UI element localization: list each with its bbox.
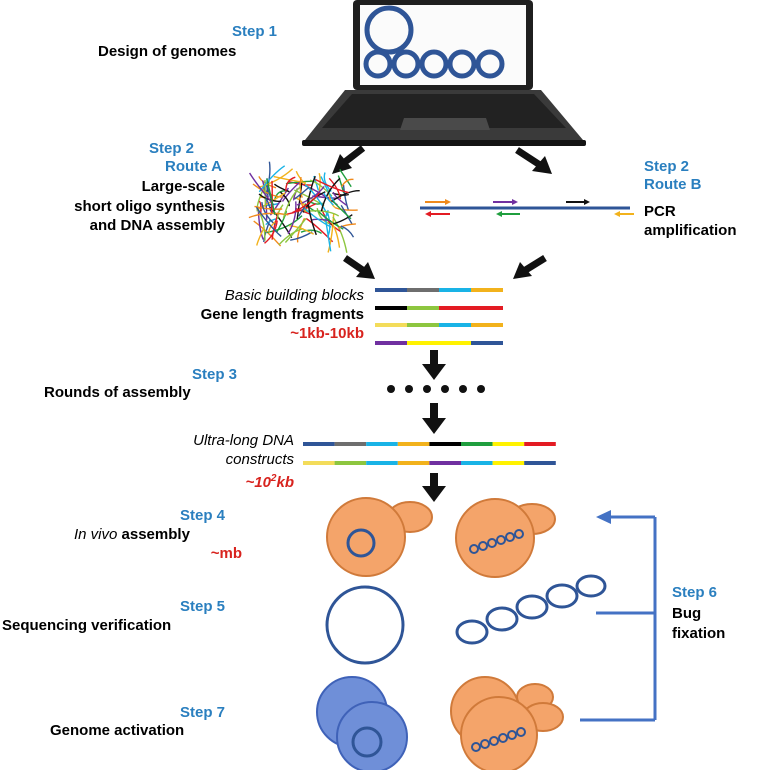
oligo-strand: [304, 184, 329, 217]
step2b-route: Route B: [644, 176, 702, 193]
oligo-strand: [337, 223, 356, 229]
oligo-strand: [302, 206, 332, 228]
oligo-strand: [258, 165, 286, 193]
oligo-strand: [249, 172, 275, 206]
oligo-tangle-icon: [248, 161, 360, 253]
oligo-strand: [323, 192, 334, 206]
step1-title: Step 1: [232, 23, 278, 40]
arrow-icon-down-2: [422, 403, 446, 434]
blocks-line1: Basic building blocks: [224, 287, 364, 304]
oligo-strand: [341, 178, 354, 187]
step2a-route: Route A: [165, 158, 222, 175]
oligo-strand: [255, 206, 282, 237]
arrow-icon-back-to-step4: [596, 510, 611, 524]
arrow-icon-down-1: [422, 350, 446, 380]
oligo-strand: [266, 178, 276, 215]
assembly-rounds-dots: [387, 385, 485, 393]
ultra-line2: constructs: [225, 451, 294, 468]
step4-size: ~mb: [210, 545, 242, 562]
step2a-line2: short oligo synthesis: [74, 198, 225, 215]
bug-fixation-bracket: [580, 515, 657, 722]
oligo-strand: [276, 210, 287, 233]
oligo-strand: [266, 215, 303, 234]
oligo-strand: [277, 204, 284, 220]
oligo-strand: [252, 183, 283, 198]
oligo-strand: [280, 191, 290, 207]
ultra-line1: Ultra-long DNA: [193, 432, 294, 449]
oligo-strand: [307, 198, 317, 236]
oligo-strand: [320, 177, 341, 212]
arrow-icon-to-route-a: [332, 145, 366, 174]
activated-cell-icon-blue: [316, 676, 408, 770]
building-block-fragments: [375, 288, 503, 345]
oligo-strand: [330, 189, 360, 203]
oligo-strand: [292, 192, 320, 214]
pcr-template-icon: [420, 199, 634, 217]
oligo-strand: [315, 178, 349, 194]
step6-line1: Bug: [672, 605, 702, 622]
step2b-title: Step 2: [644, 158, 690, 175]
linear-chain-genome-icon: [455, 574, 607, 645]
oligo-strand: [273, 183, 290, 193]
oligo-strand: [268, 221, 276, 233]
step7-text: Genome activation: [50, 722, 185, 739]
arrow-icon-from-route-a: [343, 255, 375, 279]
ultra-long-dna-constructs: [303, 442, 556, 465]
arrow-icon-to-route-b: [515, 147, 552, 174]
oligo-strand: [305, 217, 334, 243]
step5-text: Sequencing verification: [2, 617, 172, 634]
blocks-line2: Gene length fragments: [200, 306, 364, 323]
oligo-strand: [332, 200, 352, 220]
oligo-strand: [331, 222, 341, 248]
step6-line2: fixation: [672, 625, 726, 642]
oligo-strand: [293, 186, 310, 200]
oligo-strand: [254, 205, 283, 210]
blocks-size: ~1kb-10kb: [290, 325, 364, 342]
step2b-line2: amplification: [644, 222, 737, 239]
oligo-strand: [332, 216, 348, 253]
oligo-strand: [264, 161, 271, 197]
oligo-strand: [265, 197, 272, 212]
oligo-strand: [285, 176, 296, 192]
oligo-strand: [296, 185, 325, 206]
step2a-line1: Large-scale: [141, 178, 225, 195]
step2b-line1: PCR: [644, 203, 676, 220]
step2a-line3: and DNA assembly: [89, 217, 225, 234]
step5-title: Step 5: [180, 598, 226, 615]
circular-genome-icon: [325, 585, 405, 665]
laptop-icon: [302, 0, 586, 146]
oligo-strand: [257, 168, 294, 189]
yeast-cell-icon-plasmid: [326, 497, 433, 577]
oligo-strand: [334, 206, 358, 211]
step3-text: Rounds of assembly: [44, 384, 191, 401]
step4-title: Step 4: [180, 507, 226, 524]
oligo-strand: [282, 185, 302, 219]
oligo-strand: [300, 229, 322, 234]
oligo-strand: [258, 200, 262, 214]
step7-title: Step 7: [180, 704, 226, 721]
oligo-strand: [256, 227, 265, 246]
oligo-strand: [284, 217, 307, 243]
step3-title: Step 3: [192, 366, 238, 383]
oligo-strand: [289, 225, 315, 235]
oligo-strand: [340, 225, 355, 238]
yeast-cell-icon-chain: [455, 498, 556, 578]
step4-text: In vivo assembly: [74, 526, 190, 543]
step2a-title: Step 2: [148, 140, 194, 157]
oligo-strand: [287, 201, 297, 234]
oligo-strand: [298, 196, 306, 213]
arrow-icon-from-route-b: [513, 255, 547, 279]
step1-text: Design of genomes: [98, 43, 237, 60]
step6-title: Step 6: [672, 584, 718, 601]
arrow-icon-down-3: [422, 473, 446, 502]
oligo-strand: [342, 184, 350, 211]
oligo-strand: [286, 203, 317, 215]
ultra-size: ~102kb: [245, 473, 294, 491]
oligo-strand: [318, 173, 321, 193]
oligo-strand: [281, 181, 301, 202]
activated-cell-icon-orange: [450, 676, 564, 770]
